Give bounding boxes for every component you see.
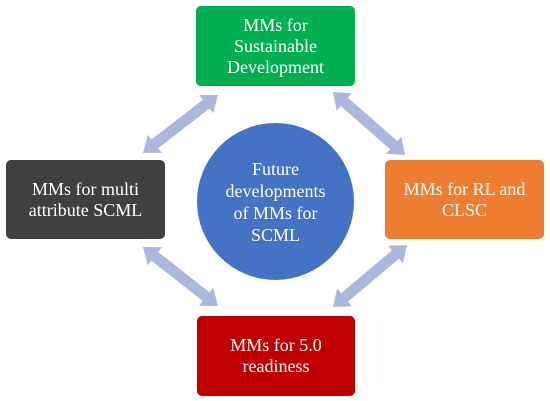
node-5-0-readiness: MMs for 5.0 readiness — [197, 316, 355, 396]
center-label: Future developments of MMs for SCML — [225, 158, 326, 245]
arrow-left-bottom — [143, 247, 218, 306]
node-rl-and-clsc: MMs for RL and CLSC — [385, 160, 544, 239]
arrow-right-bottom — [333, 245, 407, 307]
node-multi-attribute-scml: MMs for multi attribute SCML — [6, 160, 165, 239]
arrow-top-left — [143, 95, 218, 153]
arrow-top-right — [333, 92, 405, 155]
node-label: MMs for 5.0 readiness — [230, 335, 322, 376]
node-label: MMs for Sustainable Development — [227, 14, 324, 77]
node-label: MMs for multi attribute SCML — [28, 178, 143, 220]
node-label: MMs for RL and CLSC — [403, 178, 526, 220]
center-circle: Future developments of MMs for SCML — [197, 123, 354, 280]
node-sustainable-development: MMs for Sustainable Development — [196, 6, 355, 86]
